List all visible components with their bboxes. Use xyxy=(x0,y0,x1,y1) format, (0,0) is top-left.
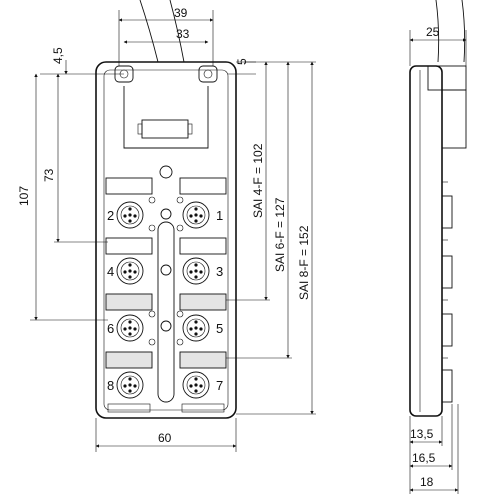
dim-width-top-outer: 39 xyxy=(174,6,188,20)
label-strip-4l xyxy=(105,351,153,369)
dim-width-top-inner: 33 xyxy=(176,27,190,41)
label-strip-3r xyxy=(179,293,227,311)
center-screw-2 xyxy=(160,264,172,276)
connector-port-8 xyxy=(116,371,144,399)
connector-port-1 xyxy=(182,201,210,229)
label-strip-1r xyxy=(179,177,227,195)
dim-depth-2: 16,5 xyxy=(412,451,436,465)
bottom-tab-left xyxy=(107,403,151,413)
dim-height-partial: 73 xyxy=(42,168,56,182)
side-cable-line-right xyxy=(461,0,466,63)
side-dimensions: 25 13,5 16,5 18 xyxy=(409,25,467,494)
port-label-7: 7 xyxy=(216,378,223,393)
port-label-3: 3 xyxy=(216,264,223,279)
label-strip-2l xyxy=(105,237,153,255)
dim-sai-8f: SAI 8-F = 152 xyxy=(297,225,311,300)
label-strip-3l xyxy=(105,293,153,311)
side-body xyxy=(409,65,443,417)
dim-depth-3: 18 xyxy=(420,475,434,489)
dim-height-overall: 107 xyxy=(17,186,31,206)
port-label-8: 8 xyxy=(107,378,114,393)
connector-port-6 xyxy=(116,314,144,342)
dim-sai-6f: SAI 6-F = 127 xyxy=(273,197,287,272)
cable-housing xyxy=(123,86,209,149)
side-cable-housing-top xyxy=(427,65,467,91)
center-rail xyxy=(157,221,175,403)
side-connector-3 xyxy=(441,313,453,347)
center-screw-top xyxy=(159,165,173,179)
center-screw-1 xyxy=(160,208,172,220)
module-inner-outline xyxy=(103,69,229,411)
led-dot xyxy=(176,338,184,346)
port-label-1: 1 xyxy=(216,208,223,223)
port-label-6: 6 xyxy=(107,321,114,336)
label-strip-4r xyxy=(179,351,227,369)
side-connector-4 xyxy=(441,369,453,403)
side-view xyxy=(409,0,467,417)
cable-line-left xyxy=(139,0,159,63)
housing-label-window xyxy=(141,119,189,139)
port-label-2: 2 xyxy=(107,208,114,223)
connector-port-2 xyxy=(116,201,144,229)
dim-width-body: 60 xyxy=(158,431,172,445)
dim-depth-1: 13,5 xyxy=(410,427,434,441)
side-connector-2 xyxy=(441,255,453,289)
center-screw-3 xyxy=(160,320,172,332)
label-strip-2r xyxy=(179,237,227,255)
connector-port-4 xyxy=(116,257,144,285)
dim-sai-4f: SAI 4-F = 102 xyxy=(251,143,265,218)
side-cable-line-left xyxy=(435,0,440,63)
connector-port-5 xyxy=(182,314,210,342)
connector-port-3 xyxy=(182,257,210,285)
housing-clip-right xyxy=(187,123,193,135)
mounting-hole-right-bore xyxy=(203,69,213,79)
led-dot xyxy=(148,196,156,204)
port-label-4: 4 xyxy=(107,264,114,279)
mounting-hole-right xyxy=(198,65,218,83)
connector-port-7 xyxy=(182,371,210,399)
led-dot xyxy=(176,224,184,232)
housing-clip-left xyxy=(137,123,143,135)
side-cable-housing xyxy=(441,89,467,149)
front-dimensions: 39 33 4,5 5 107 73 SAI 4-F = 102 SAI 6-F… xyxy=(17,6,316,452)
dim-offset-right: 5 xyxy=(235,58,249,65)
dim-depth-top: 25 xyxy=(426,25,440,39)
dim-offset-left: 4,5 xyxy=(51,47,65,64)
led-dot xyxy=(148,224,156,232)
led-dot xyxy=(148,310,156,318)
bottom-tab-right xyxy=(181,403,225,413)
led-dot xyxy=(148,338,156,346)
led-dot xyxy=(176,310,184,318)
cable-line-right xyxy=(169,0,185,63)
port-label-5: 5 xyxy=(216,321,223,336)
module-body xyxy=(95,61,237,419)
front-view: 2 1 4 3 6 5 8 7 xyxy=(95,0,237,419)
led-dot xyxy=(176,196,184,204)
label-strip-1l xyxy=(105,177,153,195)
side-connector-1 xyxy=(441,195,453,229)
